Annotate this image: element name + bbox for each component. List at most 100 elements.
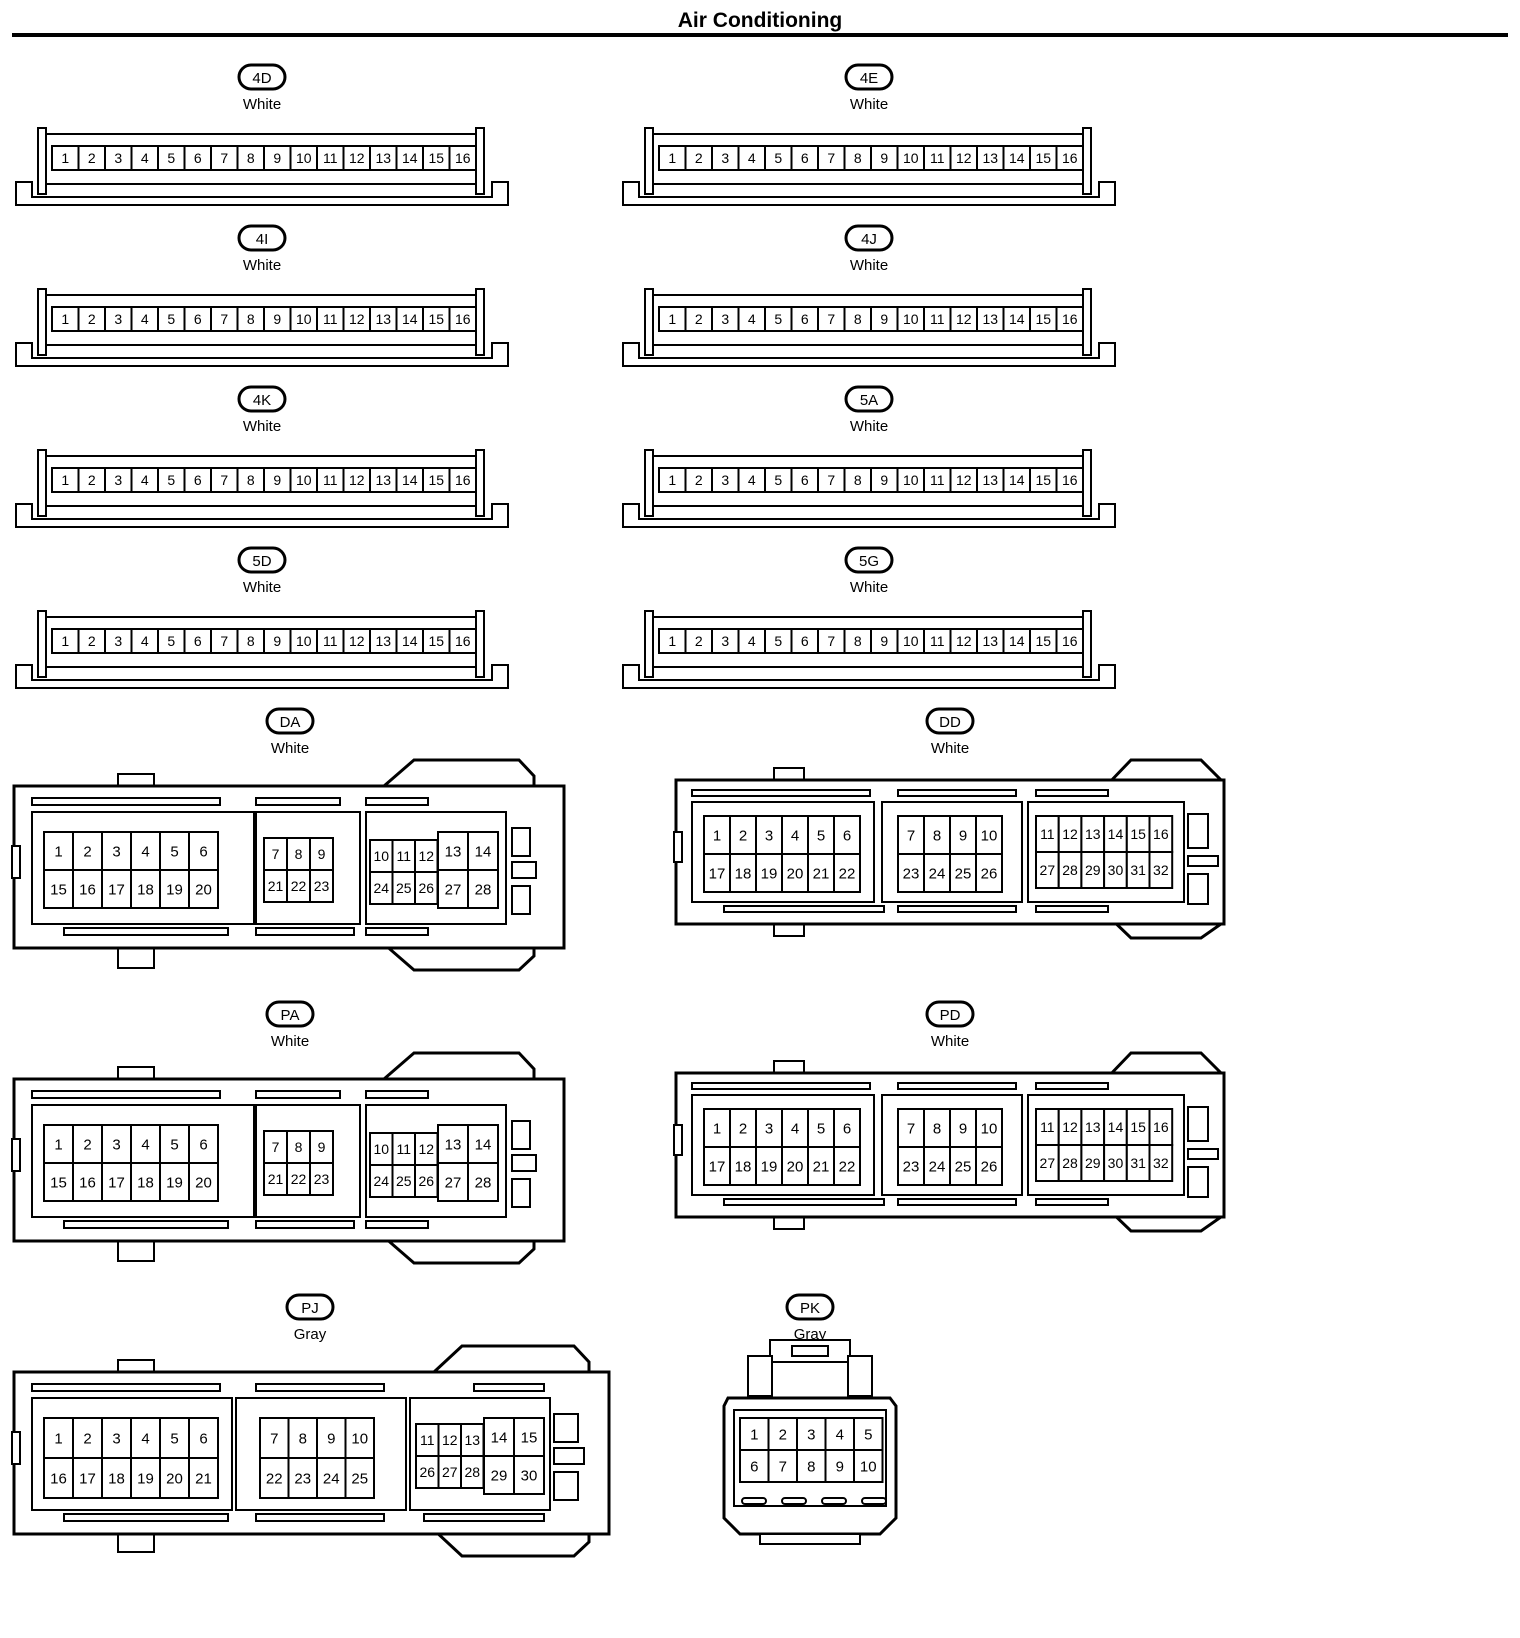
pin-number: 20 [195,881,212,898]
pin-number: 6 [801,633,809,649]
pin-number: 3 [114,311,122,327]
side-slot [553,1413,579,1443]
pin-number: 30 [521,1467,538,1484]
latch-rail [1035,1082,1109,1090]
pin-cell [289,145,318,171]
connector-id: 5D [252,553,271,570]
latch-rail [255,1090,341,1099]
pin-number: 4 [141,1430,149,1447]
pin-number: 10 [903,150,919,166]
pin-cell [796,1417,827,1451]
pin-number: 15 [428,472,444,488]
pin-number: 9 [880,633,888,649]
pin-number: 12 [956,150,972,166]
pin-number: 21 [195,1470,212,1487]
pin-cell [43,1162,74,1202]
side-slot [511,1154,537,1172]
connector-id: PK [800,1300,820,1317]
pin-number: 8 [854,472,862,488]
connector-id-badge [237,385,287,413]
pin-cell [1029,145,1058,171]
pin-number: 15 [428,633,444,649]
connector-id-badge [285,1293,335,1321]
pin-number: 7 [220,311,228,327]
pin-cell [72,869,103,909]
pin-number: 15 [1035,150,1051,166]
pin-number: 9 [318,846,326,862]
pin-cell [344,1457,375,1499]
pin-cell [703,1108,731,1148]
pin-number: 22 [291,1171,307,1187]
pin-cell [703,815,731,855]
connector-id-badge [265,707,315,735]
connector-id: PJ [301,1300,319,1317]
pin-cell [130,467,159,493]
pin-cell [43,1417,74,1459]
connector-id: DA [280,714,301,731]
pin-cell [833,853,861,893]
pin-number: 13 [464,1432,480,1448]
pin-number: 23 [903,865,920,882]
pin-number: 13 [982,150,998,166]
pin-number: 24 [929,865,946,882]
pin-number: 21 [268,1171,284,1187]
connector-id-badge [844,63,894,91]
pin-cell [236,628,265,654]
pin-number: 2 [88,150,96,166]
terminal-slot [861,1497,887,1505]
pin-number: 25 [396,880,412,896]
pin-number: 20 [787,865,804,882]
pin-cell [395,628,424,654]
pin-cell [77,628,106,654]
side-slot [511,861,537,879]
pin-number: 9 [318,1139,326,1155]
pin-number: 23 [314,1171,330,1187]
pin-number: 5 [167,150,175,166]
pin-number: 8 [295,1139,303,1155]
pin-cell [513,1455,545,1495]
pin-cell [870,306,899,332]
latch-rail [255,927,355,936]
pin-number: 14 [402,150,418,166]
pin-number: 1 [750,1426,758,1443]
pin-number: 3 [112,1430,120,1447]
pin-number: 4 [141,843,149,860]
pin-number: 8 [299,1430,307,1447]
pin-number: 10 [981,1120,998,1137]
connector-id: PD [940,1007,961,1024]
pin-cell [764,467,793,493]
pin-number: 15 [1130,1119,1146,1135]
pin-number: 14 [402,472,418,488]
pin-number: 5 [774,633,782,649]
latch-rail [63,1220,229,1229]
pin-cell [159,1457,190,1499]
pin-number: 8 [933,827,941,844]
pin-number: 9 [880,472,888,488]
pin-number: 4 [141,633,149,649]
pin-number: 15 [1035,633,1051,649]
pin-number: 2 [739,827,747,844]
pin-cell [101,1162,132,1202]
connector-id-badge [844,224,894,252]
latch-rail [1035,905,1109,913]
connector-id-badge [844,546,894,574]
connector-color: Gray [294,1326,327,1343]
pin-cell [949,306,978,332]
pin-cell [975,815,1003,855]
pin-number: 5 [167,633,175,649]
pin-cell [309,869,334,903]
pin-number: 8 [933,1120,941,1137]
pin-cell [77,306,106,332]
pin-number: 8 [854,311,862,327]
pin-cell [309,1162,334,1196]
pin-number: 1 [668,472,676,488]
pin-number: 21 [813,1158,830,1175]
pin-number: 9 [880,150,888,166]
